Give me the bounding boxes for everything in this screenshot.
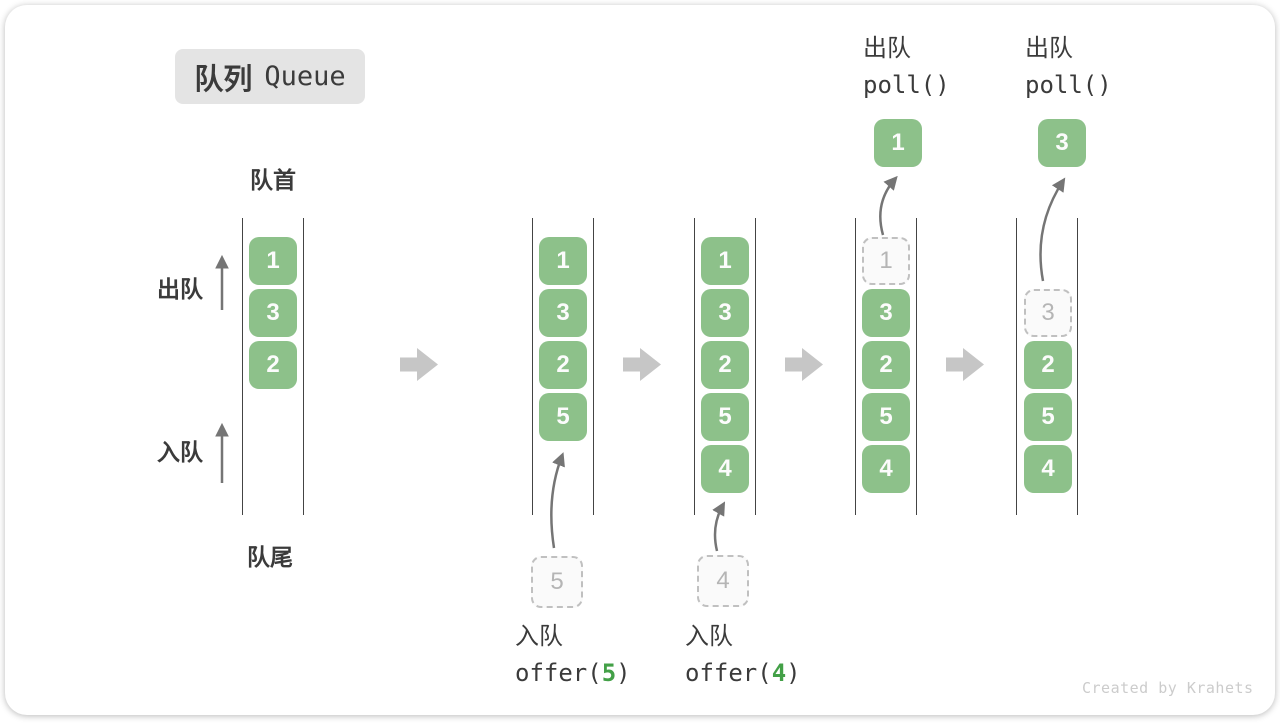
operation-dequeue-1: 出队 poll(): [863, 31, 950, 103]
queue-element: 4: [701, 445, 749, 493]
code-after: ): [786, 659, 801, 687]
queue-container-5: [1016, 218, 1078, 515]
operation-code: poll(): [1025, 71, 1112, 99]
queue-element: 5: [539, 393, 587, 441]
queue-element: 4: [1024, 445, 1072, 493]
operation-code: poll(): [863, 71, 950, 99]
state-transition-arrow-icon: [400, 348, 438, 381]
operation-label-zh: 入队: [685, 623, 733, 650]
title-zh: 队列: [194, 63, 253, 96]
queue-element: 2: [862, 341, 910, 389]
queue-element: 2: [249, 341, 297, 389]
queue-element: 1: [701, 237, 749, 285]
state-transition-arrow-icon: [623, 348, 661, 381]
incoming-ghost-box: 5: [531, 556, 583, 608]
popped-element: 3: [1038, 119, 1086, 167]
popped-element: 1: [874, 119, 922, 167]
label-queue-rear: 队尾: [247, 544, 293, 570]
operation-code: offer(5): [515, 655, 631, 691]
code-before: offer(: [515, 659, 602, 687]
queue-element: 3: [701, 289, 749, 337]
operation-enqueue-4: 入队 offer(4): [685, 619, 801, 691]
title-en: Queue: [264, 61, 346, 92]
state-transition-arrow-icon: [785, 348, 823, 381]
queue-container-2: [532, 218, 594, 515]
watermark-credit: Created by Krahets: [1082, 679, 1254, 697]
queue-element: 1: [539, 237, 587, 285]
queue-element: 2: [701, 341, 749, 389]
queue-container-1: [242, 218, 304, 515]
queue-element: 3: [539, 289, 587, 337]
operation-label-zh: 出队: [863, 35, 911, 62]
queue-container-4: [855, 218, 917, 515]
queue-element: 3: [862, 289, 910, 337]
state-transition-arrow-icon: [946, 348, 984, 381]
removed-ghost-box: 3: [1024, 289, 1072, 337]
code-arg: 4: [771, 659, 787, 687]
incoming-ghost-box: 4: [697, 555, 749, 607]
queue-element: 1: [249, 237, 297, 285]
queue-element: 2: [1024, 341, 1072, 389]
operation-code: offer(4): [685, 655, 801, 691]
queue-element: 2: [539, 341, 587, 389]
code-after: ): [616, 659, 631, 687]
queue-element: 5: [701, 393, 749, 441]
code-arg: 5: [601, 659, 617, 687]
label-queue-front: 队首: [250, 167, 296, 193]
diagram-canvas: 队列 Queue 队首 队尾 出队 入队 1 3 2 1 3 2 5 5 1 3…: [5, 5, 1275, 715]
operation-label-zh: 出队: [1025, 35, 1073, 62]
removed-ghost-box: 1: [862, 237, 910, 285]
title-badge: 队列 Queue: [175, 49, 365, 104]
queue-element: 5: [1024, 393, 1072, 441]
queue-element: 3: [249, 289, 297, 337]
operation-label-zh: 入队: [515, 623, 563, 650]
operation-enqueue-5: 入队 offer(5): [515, 619, 631, 691]
queue-element: 4: [862, 445, 910, 493]
code-before: offer(: [685, 659, 772, 687]
label-enqueue-side: 入队: [157, 439, 203, 465]
label-dequeue-side: 出队: [157, 276, 203, 302]
queue-container-3: [694, 218, 756, 515]
queue-element: 5: [862, 393, 910, 441]
operation-dequeue-2: 出队 poll(): [1025, 31, 1112, 103]
